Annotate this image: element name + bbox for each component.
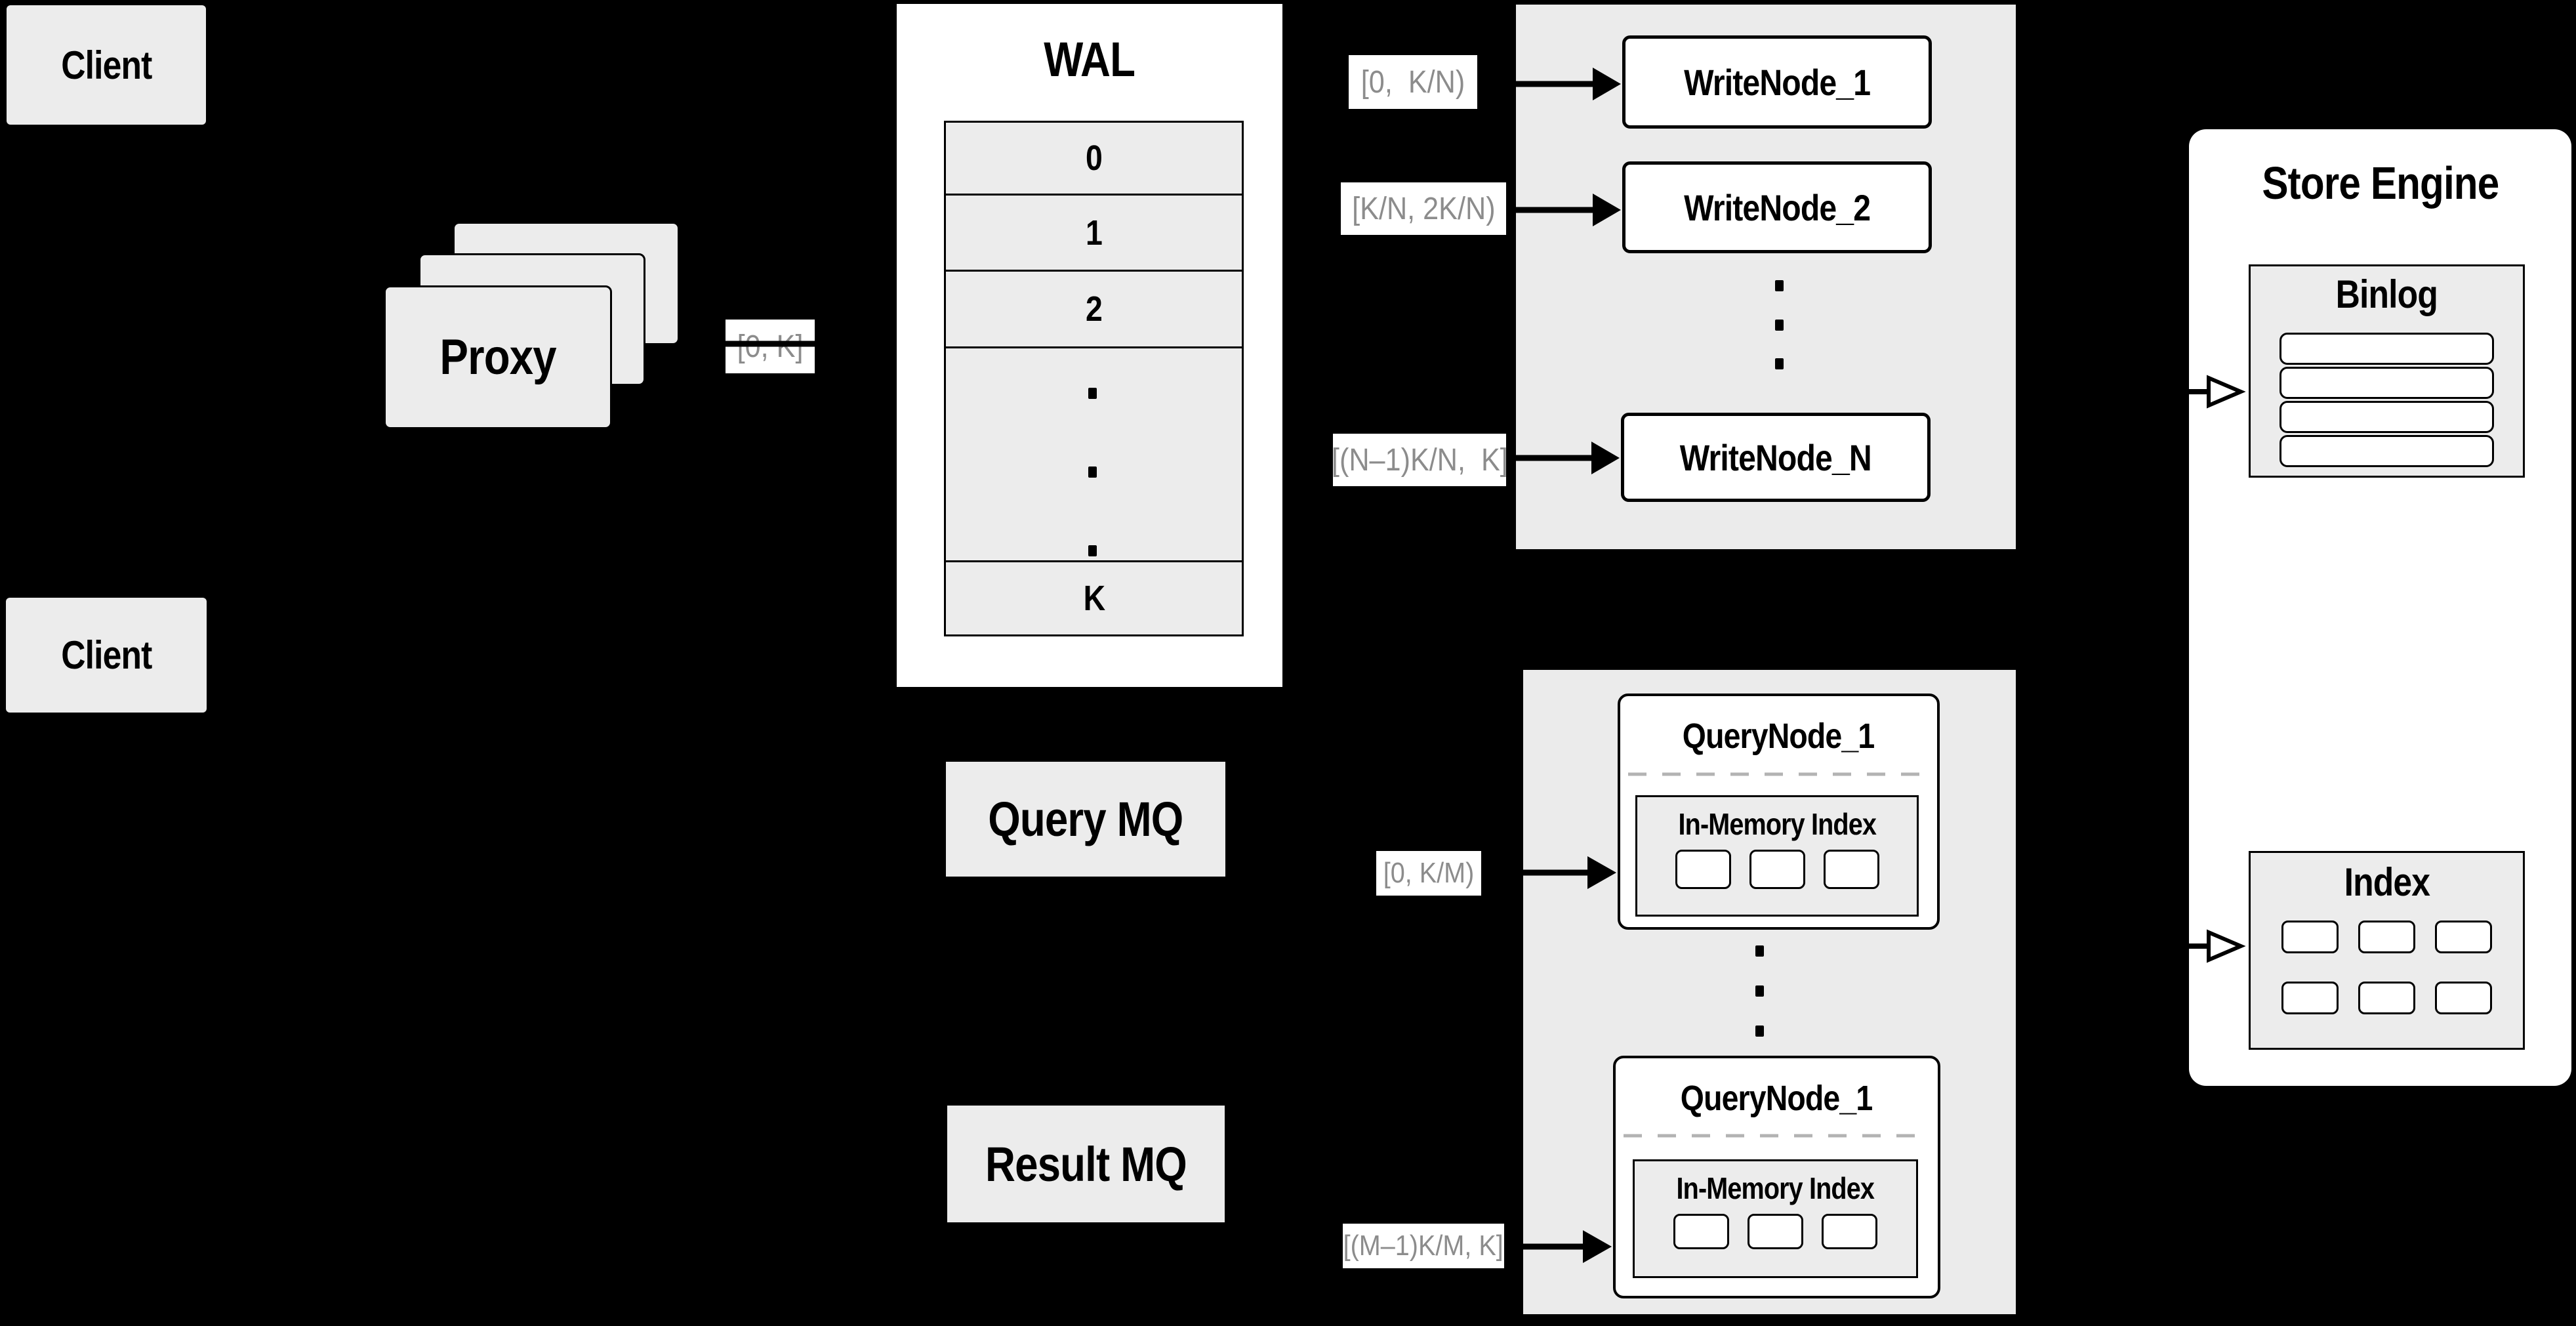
write-node-1: WriteNode_1 — [1622, 35, 1932, 129]
binlog-box: Binlog — [2249, 264, 2525, 478]
in-memory-index-top: In-Memory Index — [1635, 795, 1919, 917]
query-node-ellipsis-dot — [1755, 945, 1764, 957]
index-cell — [2435, 921, 2492, 953]
wal-row-0: 0 — [946, 123, 1242, 196]
write-node-2: WriteNode_2 — [1622, 161, 1932, 253]
edge-label-proxy-wal: [0, K] — [726, 320, 815, 373]
query-node-ellipsis-dot — [1755, 985, 1764, 997]
binlog-rows — [2280, 333, 2494, 467]
binlog-row — [2280, 367, 2494, 399]
segment-row — [1675, 850, 1879, 889]
write-node-n: WriteNode_N — [1621, 413, 1931, 502]
wal-row-1: 1 — [946, 196, 1242, 272]
binlog-title: Binlog — [2335, 272, 2438, 316]
in-memory-index-top-title: In-Memory Index — [1678, 807, 1876, 841]
index-cell — [2281, 921, 2339, 953]
in-memory-index-bottom: In-Memory Index — [1633, 1159, 1918, 1278]
proxy-node: Proxy — [384, 285, 612, 429]
index-cell — [2358, 921, 2415, 953]
result-mq-node: Result MQ — [947, 1106, 1225, 1222]
binlog-row — [2280, 435, 2494, 467]
write-node-ellipsis-dot — [1775, 280, 1784, 291]
edge-label-write-node-1: [0, K/N) — [1349, 55, 1477, 109]
edge-label-write-node-n: [(N–1)K/N, K] — [1332, 434, 1507, 486]
query-node-ellipsis-dot — [1755, 1026, 1764, 1037]
query-node-bottom-title: QueryNode_1 — [1681, 1079, 1873, 1118]
wal-row-2: 2 — [946, 272, 1242, 348]
binlog-row — [2280, 401, 2494, 433]
wal-ellipsis-dot — [1088, 388, 1097, 399]
write-node-ellipsis-dot — [1775, 320, 1784, 331]
wal-table: 0 1 2 K — [944, 121, 1244, 636]
wal-ellipsis-dot — [1088, 466, 1097, 478]
segment-cell — [1749, 850, 1805, 889]
segment-cell — [1675, 850, 1731, 889]
wal-ellipsis-dot — [1088, 545, 1097, 556]
segment-row — [1673, 1214, 1877, 1249]
query-mq-node: Query MQ — [946, 762, 1225, 877]
wal-row-k: K — [946, 562, 1242, 634]
index-cell — [2435, 982, 2492, 1014]
index-cell — [2358, 982, 2415, 1014]
index-box: Index — [2249, 851, 2525, 1050]
index-title: Index — [2344, 860, 2430, 904]
wal-title: WAL — [1044, 32, 1136, 87]
segment-cell — [1823, 850, 1879, 889]
binlog-row — [2280, 333, 2494, 365]
wal-row-ellipsis — [946, 348, 1242, 562]
client-bottom-node: Client — [6, 598, 207, 713]
proxy-label: Proxy — [440, 329, 556, 385]
edge-label-write-node-2: [K/N, 2K/N) — [1341, 182, 1506, 235]
segment-cell — [1673, 1214, 1729, 1249]
edge-label-query-node-bottom: [(M–1)K/M, K] — [1343, 1224, 1504, 1268]
index-cell — [2281, 982, 2339, 1014]
segment-cell — [1748, 1214, 1803, 1249]
edge-label-query-node-top: [0, K/M) — [1376, 851, 1481, 896]
segment-cell — [1822, 1214, 1877, 1249]
index-cells — [2281, 921, 2492, 1014]
client-top-node: Client — [7, 5, 206, 125]
store-engine-title: Store Engine — [2262, 157, 2499, 209]
write-node-ellipsis-dot — [1775, 358, 1784, 369]
client-top-label: Client — [60, 43, 152, 87]
in-memory-index-bottom-title: In-Memory Index — [1676, 1171, 1875, 1205]
client-bottom-label: Client — [60, 633, 152, 677]
query-node-top-title: QueryNode_1 — [1683, 716, 1875, 756]
